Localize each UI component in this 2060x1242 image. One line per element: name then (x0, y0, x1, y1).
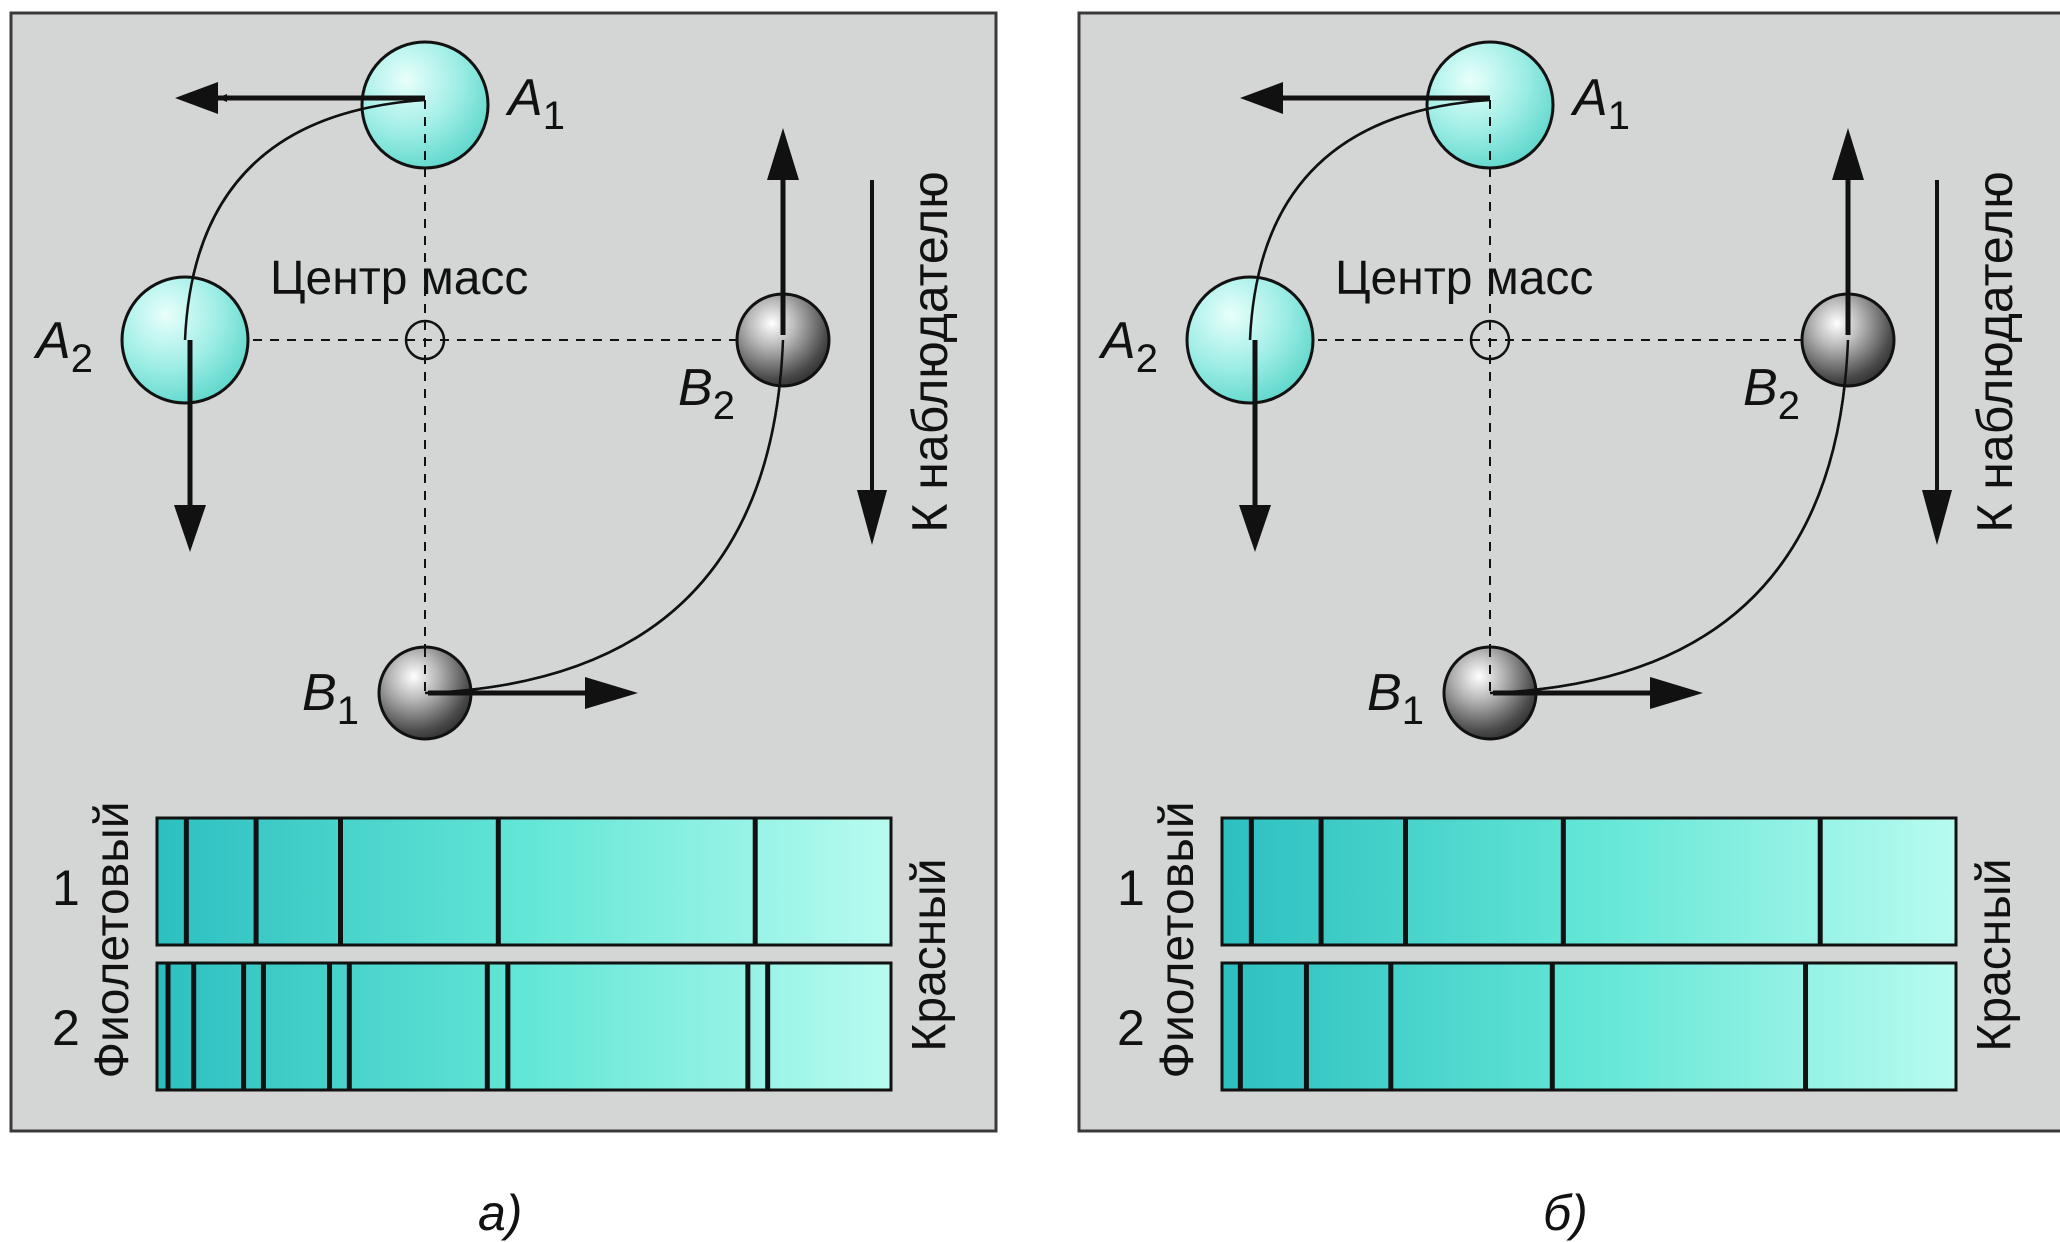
spectrum-2 (1220, 961, 1958, 1092)
star-b2-label: B2 (1743, 359, 1800, 428)
star-b1-label: B1 (302, 664, 359, 733)
orbit-arc-a-overlay (1248, 98, 1491, 341)
star-a1-label: A1 (1570, 69, 1630, 138)
velocity-arrow-b1-head (1650, 677, 1703, 709)
orbit-arc-b-overlay (1489, 339, 1850, 695)
velocity-arrow-b2-head (1832, 128, 1864, 180)
spectrum-2-number: 2 (52, 1000, 80, 1056)
spectrum-1 (155, 816, 893, 947)
observer-label: К наблюдателю (902, 171, 958, 532)
orbit-arc-a-overlay (183, 98, 426, 341)
violet-label: Фиолетовый (86, 801, 139, 1078)
spectrum-2 (155, 961, 893, 1092)
panel-caption: а) (478, 1185, 522, 1241)
spectrum-2-band (155, 961, 893, 1092)
star-a2-label: A2 (33, 312, 93, 381)
star-a2-label: A2 (1098, 312, 1158, 381)
star-b1-label: B1 (1367, 664, 1424, 733)
spectrum-2-band (1220, 961, 1958, 1092)
spectrum-1-number: 1 (52, 860, 80, 916)
star-a1-label: A1 (505, 69, 565, 138)
spectrum-1-band (155, 816, 893, 947)
spectrum-1-band (1220, 816, 1958, 947)
velocity-arrow-a1-head (175, 82, 218, 114)
red-label: Красный (903, 858, 956, 1051)
velocity-arrow-b2-head (767, 128, 799, 180)
panel-caption: б) (1543, 1185, 1588, 1241)
panel-a: A1 A2 B2 B1 Центр масс К наблюдателю 1 2… (9, 11, 998, 1241)
spectrum-2-number: 2 (1117, 1000, 1145, 1056)
spectrum-1-number: 1 (1117, 860, 1145, 916)
observer-arrow-head (1922, 490, 1952, 545)
center-of-mass-marker (404, 319, 446, 361)
observer-label: К наблюдателю (1967, 171, 2023, 532)
center-of-mass-label: Центр масс (270, 252, 528, 305)
velocity-arrow-a1-head (1240, 82, 1283, 114)
center-of-mass-label: Центр масс (1335, 252, 1593, 305)
velocity-arrow-a2-head (174, 505, 206, 552)
panel-b: A1 A2 B2 B1 Центр масс К наблюдателю 1 2… (1077, 11, 2060, 1241)
velocity-arrow-b1-head (585, 677, 638, 709)
observer-arrow-head (857, 490, 887, 545)
violet-label: Фиолетовый (1151, 801, 1204, 1078)
velocity-arrow-a2-head (1239, 505, 1271, 552)
red-label: Красный (1968, 858, 2021, 1051)
star-b2-label: B2 (678, 359, 735, 428)
center-of-mass-marker (1469, 319, 1511, 361)
spectrum-1 (1220, 816, 1958, 947)
orbit-arc-b-overlay (424, 339, 785, 695)
